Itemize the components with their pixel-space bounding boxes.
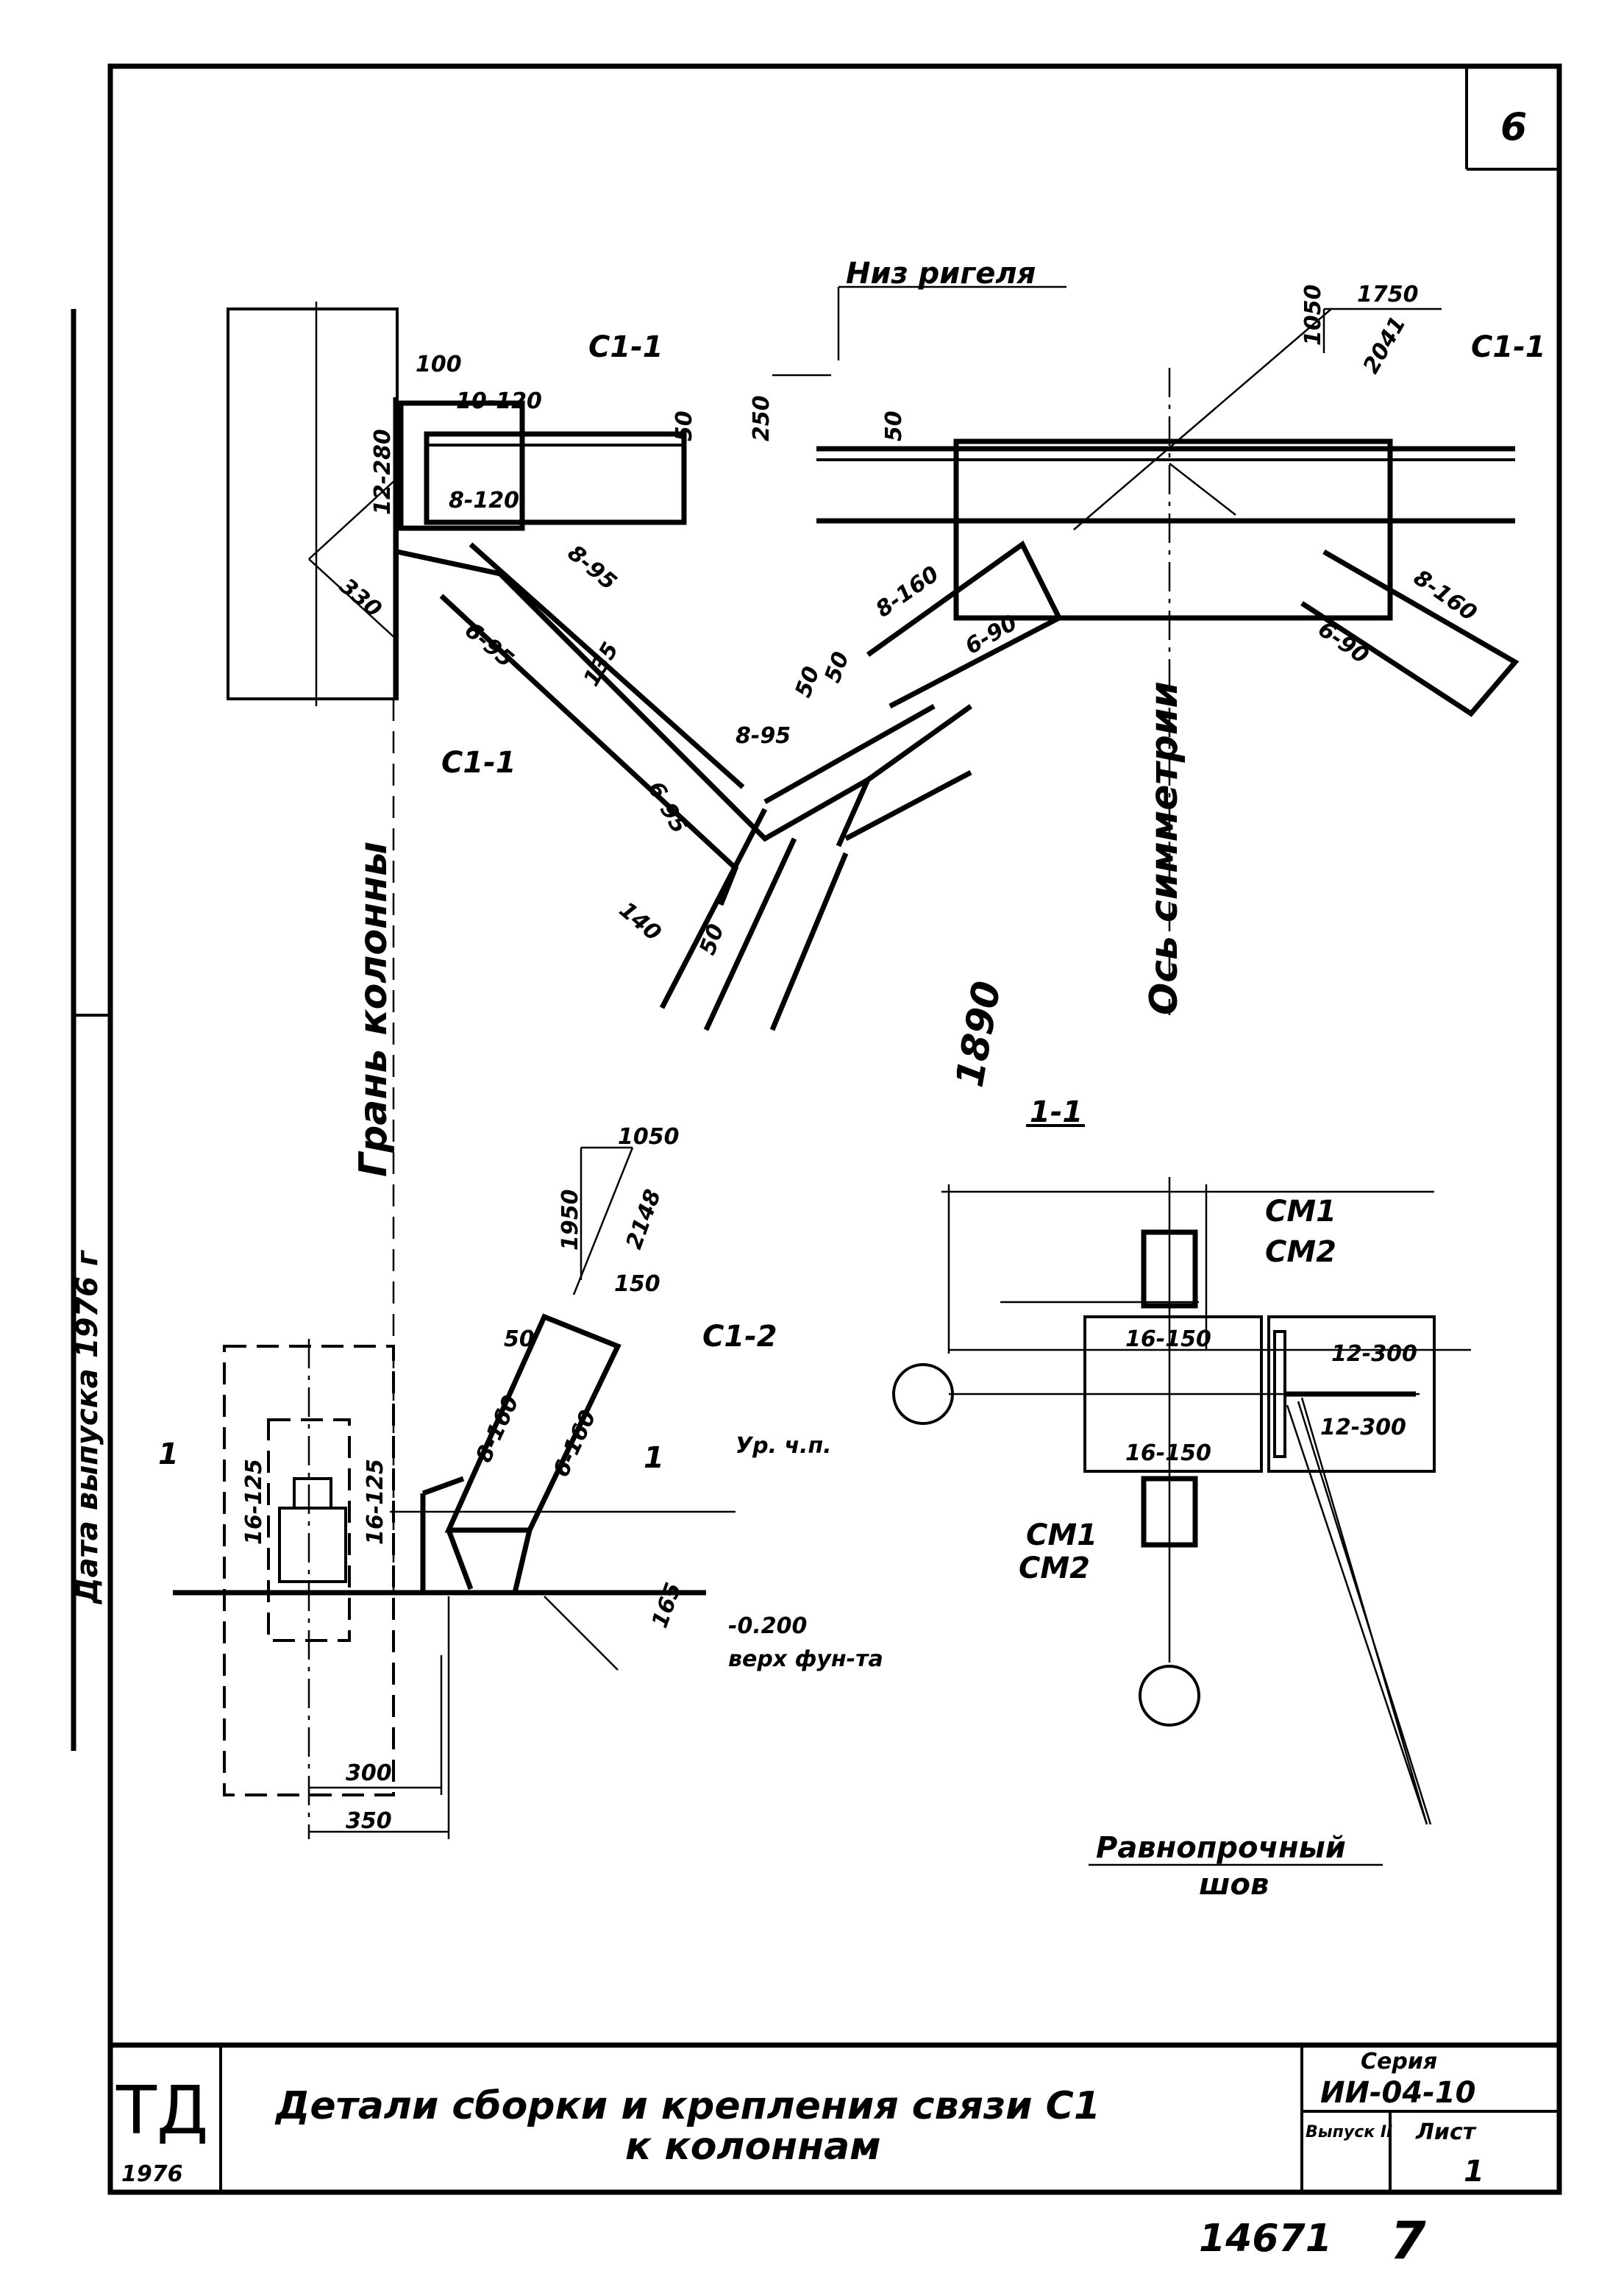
sheet-value: 1 [1464, 2155, 1484, 2189]
top-right-node [772, 285, 1520, 1015]
drawing-title: к колоннам [625, 2125, 881, 2169]
part-mark: CM1 [1026, 1518, 1097, 1552]
weld-size: 12-280 [370, 429, 396, 515]
slope-dim: 1750 [1357, 282, 1419, 307]
series-label: Серия [1361, 2049, 1437, 2075]
level-label: Низ ригеля [846, 257, 1036, 291]
weld-size: 8-160 [471, 1392, 524, 1467]
dim: 100 [416, 352, 462, 377]
logo: ТД [115, 2072, 208, 2150]
weld-size: 12-300 [1331, 1341, 1417, 1367]
weld-size: 8-160 [872, 561, 944, 623]
weld-size: 16-125 [363, 1459, 388, 1545]
top-left-node [227, 302, 973, 1618]
dim: 300 [346, 1760, 392, 1786]
sheet-number: 6 [1500, 105, 1527, 149]
weld-size: 8-160 [1408, 565, 1481, 627]
weld-size: 10-120 [456, 388, 542, 414]
drawing-title: Детали сборки и крепления связи C1 [274, 2084, 1100, 2128]
weld-size: 16-125 [241, 1459, 267, 1545]
weld-size: 12-300 [1320, 1415, 1406, 1440]
dim: 250 [749, 395, 774, 441]
dim: 50 [504, 1326, 535, 1352]
weld-note: Равнопрочный [1096, 1831, 1346, 1865]
part-mark: CM2 [1265, 1235, 1336, 1269]
weld-size: 6-90 [1313, 616, 1373, 669]
dim: 330 [335, 573, 386, 622]
part-mark: CM1 [1265, 1195, 1336, 1229]
base-node [173, 1146, 736, 1839]
series-value: ИИ-04-10 [1320, 2076, 1475, 2110]
sheet-label: Лист [1415, 2119, 1477, 2145]
dim: 50 [881, 410, 907, 441]
dim: 50 [820, 649, 855, 686]
foundation-label: верх фун-та [728, 1646, 883, 1672]
symmetry-axis-label: Ось симметрии [1142, 681, 1186, 1015]
title-block [110, 2042, 1559, 2192]
dim: 1890 [948, 978, 1010, 1090]
weld-size: 16-150 [1125, 1326, 1211, 1352]
brace-label: C1-1 [1471, 330, 1546, 364]
part-mark: CM2 [1019, 1551, 1090, 1585]
brace-label: C1-2 [702, 1320, 777, 1354]
issue-label: Выпуск II [1306, 2123, 1392, 2141]
dim: 150 [614, 1271, 660, 1297]
side-stamp: Дата выпуска 1976 г [71, 1250, 104, 1605]
page-number: 7 [1390, 2211, 1426, 2271]
weld-size: 6-95 [642, 778, 692, 839]
dim: 50 [672, 410, 697, 441]
weld-note: шов [1199, 1868, 1269, 1902]
dim: 50 [791, 664, 825, 701]
slope-dim: 2148 [622, 1186, 666, 1252]
weld-size: 8-120 [449, 488, 519, 513]
section-title: 1-1 [1030, 1095, 1083, 1129]
brace-label: C1-1 [588, 330, 663, 364]
slope-dim: 1050 [1300, 285, 1326, 346]
column-face-label: Грань колонны [352, 842, 396, 1177]
sheet-frame [71, 63, 1562, 2195]
dim: 140 [614, 897, 666, 946]
section-mark: 1 [644, 1441, 664, 1475]
section-mark: 1 [158, 1437, 179, 1471]
slope-dim: 2041 [1358, 312, 1411, 378]
slope-dim: 1050 [618, 1124, 680, 1150]
slope-dim: 1950 [558, 1190, 583, 1251]
weld-size: 8-95 [736, 723, 791, 749]
dim: 50 [695, 921, 730, 959]
foundation-level: -0.200 [728, 1613, 807, 1639]
dim: 165 [647, 1579, 687, 1632]
weld-size: 6-160 [549, 1407, 602, 1482]
dim: 350 [346, 1808, 392, 1834]
doc-number: 14671 [1199, 2216, 1332, 2261]
brace-label: C1-1 [441, 746, 516, 780]
weld-size: 8-95 [563, 540, 622, 595]
section-1-1 [892, 1124, 1471, 1866]
weld-size: 6-95 [460, 617, 519, 672]
floor-level: Ур. ч.п. [736, 1433, 832, 1459]
weld-size: 16-150 [1125, 1440, 1211, 1466]
year: 1976 [121, 2161, 183, 2187]
